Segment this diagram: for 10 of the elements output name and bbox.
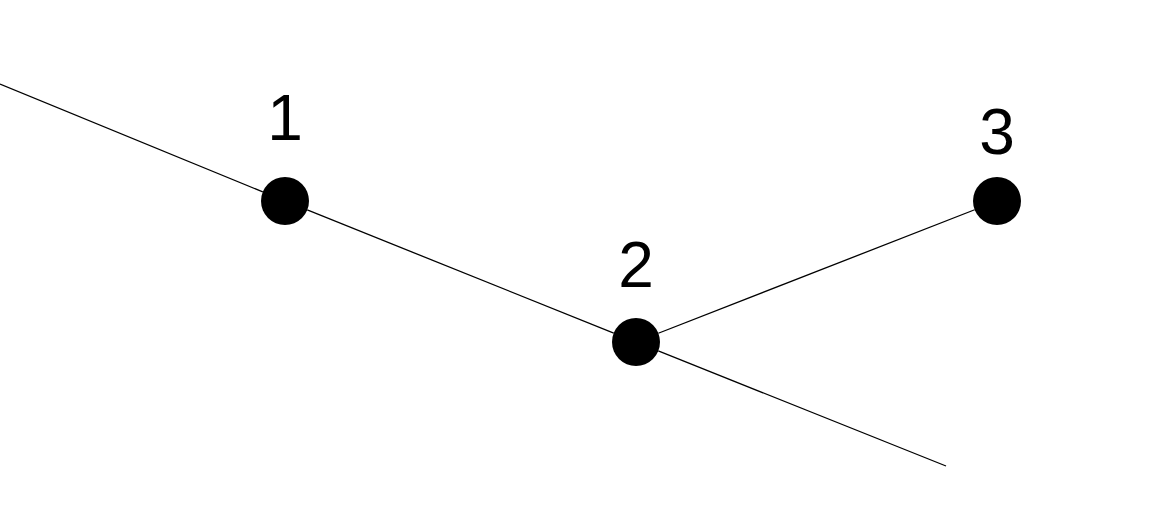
line-segment	[657, 209, 976, 334]
line-segment	[657, 350, 947, 467]
point-dot	[612, 318, 660, 366]
line-segment	[0, 83, 264, 193]
point-label: 3	[979, 100, 1015, 164]
point-label: 1	[267, 86, 303, 150]
line-segment	[306, 209, 615, 334]
point-dot	[261, 177, 309, 225]
point-dot	[973, 177, 1021, 225]
point-label: 2	[618, 233, 654, 297]
